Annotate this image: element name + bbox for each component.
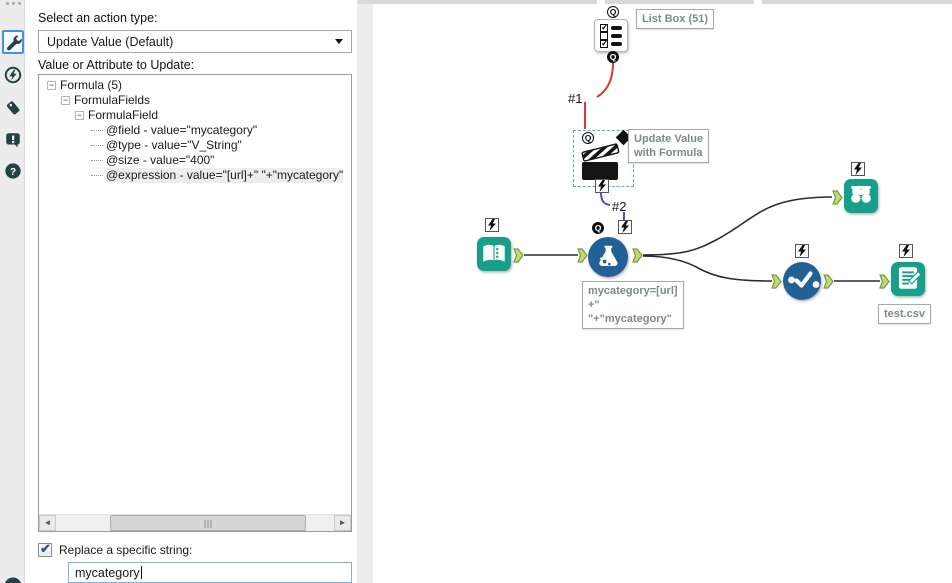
action-config-panel: Select an action type: Update Value (Def… <box>26 0 357 583</box>
browse-input-anchor[interactable] <box>832 190 843 208</box>
lightning-icon <box>598 180 606 192</box>
action-tool[interactable] <box>577 139 629 188</box>
tree-leaf-field[interactable]: @field - value="mycategory" <box>39 123 351 138</box>
formula-tool[interactable] <box>588 237 628 277</box>
connection-label-2: #2 <box>612 199 627 214</box>
scroll-right-arrow[interactable]: ► <box>334 515 351 531</box>
clapperboard-icon <box>577 143 629 188</box>
browse-lightning-anchor[interactable] <box>851 162 865 176</box>
lightning-icon <box>621 221 629 233</box>
errors-alert-button[interactable] <box>2 128 24 152</box>
tree-connector <box>91 160 103 161</box>
tree-connector <box>91 145 103 146</box>
chevron-down-icon <box>335 39 343 44</box>
attribute-tree: −Formula (5) −FormulaFields −FormulaFiel… <box>38 74 352 532</box>
replace-string-label: Replace a specific string: <box>59 543 193 557</box>
tree-node-formulafields[interactable]: −FormulaFields <box>61 93 151 107</box>
scroll-thumb[interactable] <box>110 515 306 531</box>
tree-node-formula[interactable]: −Formula (5) <box>47 78 123 92</box>
tree-leaf-expression[interactable]: @expression - value="[url]+" "+"mycatego… <box>39 168 351 183</box>
lightning-circle-icon <box>4 66 22 84</box>
select-lightning-anchor[interactable] <box>795 244 809 258</box>
input-data-tool[interactable] <box>477 237 511 271</box>
binoculars-icon <box>847 182 875 211</box>
collapse-toggle-icon[interactable]: − <box>47 80 56 90</box>
annotation-tag-button[interactable] <box>2 96 24 120</box>
open-book-icon <box>479 239 509 270</box>
tree-connector <box>91 175 103 176</box>
action-lightning-anchor-out[interactable] <box>595 179 609 193</box>
listbox-tool[interactable] <box>594 19 628 52</box>
collapse-toggle-icon[interactable]: − <box>61 95 70 105</box>
attribute-label: Value or Attribute to Update: <box>38 58 195 72</box>
tag-icon <box>4 99 22 117</box>
checkmark-icon: ✔ <box>40 541 51 556</box>
scroll-track[interactable] <box>56 515 334 531</box>
scroll-left-arrow[interactable]: ◄ <box>39 515 56 531</box>
collapse-toggle-icon[interactable]: − <box>75 110 84 120</box>
select-input-anchor[interactable] <box>771 274 782 292</box>
formula-question-anchor[interactable]: Q <box>592 222 604 234</box>
tree-horizontal-scrollbar[interactable]: ◄ ► <box>39 514 351 531</box>
action-type-label: Select an action type: <box>38 11 158 25</box>
circle-icon <box>3 576 23 583</box>
output-annotation[interactable]: test.csv <box>878 304 931 324</box>
input-output-anchor[interactable] <box>513 248 524 266</box>
select-output-anchor[interactable] <box>823 274 834 292</box>
tree-leaf-size[interactable]: @size - value="400" <box>39 153 351 168</box>
lightning-icon <box>798 245 806 257</box>
action-annotation[interactable]: Update Value with Formula <box>628 129 710 163</box>
panel-canvas-splitter[interactable] <box>357 0 373 583</box>
lightning-icon <box>854 163 862 175</box>
toolbar-drag-handle[interactable] <box>6 2 21 5</box>
tree-leaf-type[interactable]: @type - value="V_String" <box>39 138 351 153</box>
interface-designer-button[interactable] <box>2 63 24 87</box>
listbox-question-anchor-out[interactable]: Q <box>607 51 619 63</box>
listbox-question-anchor-in[interactable]: Q <box>607 6 619 18</box>
svg-text:?: ? <box>10 167 16 178</box>
left-toolbar: ? <box>0 0 25 583</box>
checkmark-circle-icon <box>783 262 821 300</box>
output-input-anchor[interactable] <box>879 274 890 292</box>
tree-node-formulafield[interactable]: −FormulaField <box>75 108 159 122</box>
replace-string-input[interactable]: mycategory <box>68 562 352 583</box>
browse-tool[interactable] <box>844 179 878 213</box>
listbox-icon-row <box>600 38 622 49</box>
help-button[interactable]: ? <box>2 159 24 183</box>
listbox-icon-row <box>600 22 622 33</box>
canvas-top-edge <box>357 0 952 4</box>
formula-output-anchor[interactable] <box>632 248 643 266</box>
action-type-value: Update Value (Default) <box>47 34 174 49</box>
formula-annotation[interactable]: mycategory=[url] +" "+"mycategory" <box>582 281 684 329</box>
question-circle-icon: ? <box>4 162 22 180</box>
text-caret <box>140 566 142 579</box>
output-data-tool[interactable] <box>891 262 925 296</box>
replace-string-row: ✔ Replace a specific string: <box>38 541 193 557</box>
select-tool[interactable] <box>783 262 821 300</box>
listbox-annotation[interactable]: List Box (51) <box>636 9 715 29</box>
flask-icon <box>591 239 625 276</box>
action-question-anchor-in[interactable]: Q <box>582 132 594 144</box>
replace-string-value: mycategory <box>75 565 140 580</box>
replace-string-checkbox[interactable]: ✔ <box>38 541 52 557</box>
configuration-wrench-button[interactable] <box>2 30 24 54</box>
formula-lightning-anchor[interactable] <box>618 220 632 234</box>
toolbar-partial-bottom-icon[interactable] <box>2 570 24 583</box>
input-lightning-anchor[interactable] <box>485 218 499 232</box>
formula-input-anchor[interactable] <box>577 248 588 266</box>
tree-connector <box>91 130 103 131</box>
lightning-icon <box>902 245 910 257</box>
connection-label-1: #1 <box>568 91 583 106</box>
exclamation-bubble-icon <box>4 131 22 149</box>
write-file-icon <box>894 264 922 295</box>
output-lightning-anchor[interactable] <box>899 244 913 258</box>
action-type-dropdown[interactable]: Update Value (Default) <box>38 30 352 53</box>
lightning-icon <box>488 219 496 231</box>
wrench-icon <box>5 34 22 51</box>
selected-tree-item: @expression - value="[url]+" "+"mycatego… <box>106 168 344 183</box>
